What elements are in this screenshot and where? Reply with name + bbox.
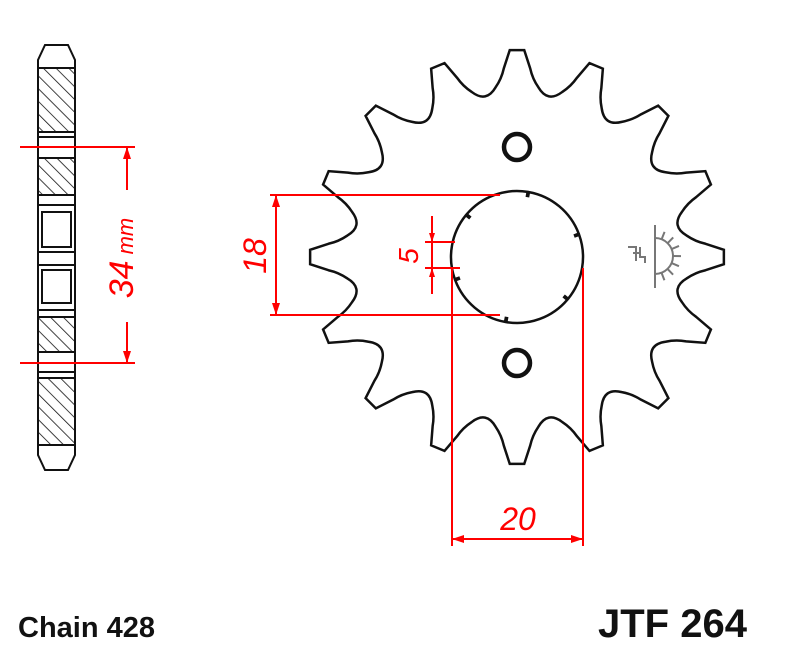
logo-ray	[666, 236, 674, 244]
logo-ray	[671, 262, 680, 268]
logo-ray	[671, 245, 680, 250]
dimension-20: 20	[499, 501, 536, 537]
logo-ray	[660, 272, 666, 281]
splined-bore	[449, 189, 585, 325]
dimension-lines	[270, 194, 584, 546]
jt-logo	[628, 225, 682, 288]
side-view	[37, 44, 76, 471]
side-dimension-label: 34mm	[103, 218, 141, 298]
logo-ray	[660, 231, 666, 240]
mounting-hole-bottom	[501, 347, 533, 379]
dimension-5: 5	[393, 248, 424, 264]
logo-ray	[666, 268, 674, 276]
mounting-hole-top	[501, 131, 533, 163]
part-number: JTF 264	[598, 602, 747, 646]
chain-label: Chain 428	[18, 612, 155, 644]
dimension-18: 18	[237, 238, 273, 274]
side-dimension	[20, 146, 135, 364]
